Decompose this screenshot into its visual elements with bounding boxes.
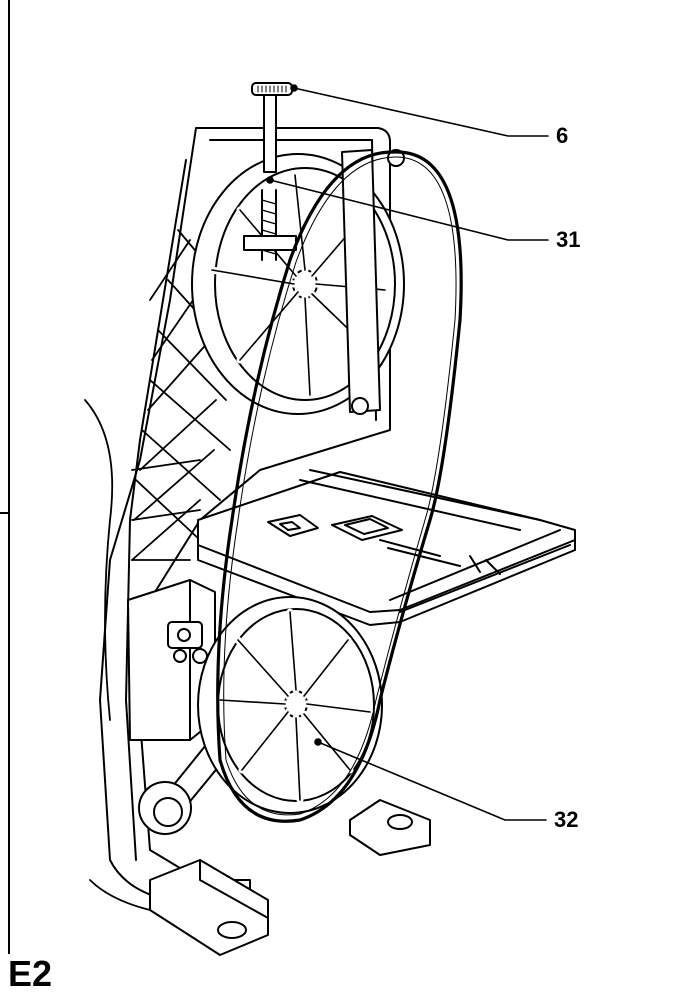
figure-label: E2 — [8, 953, 53, 994]
saw-base — [149, 799, 431, 956]
page-margin-line-lower — [8, 514, 10, 954]
tension-knob — [251, 82, 293, 173]
saw-table — [197, 469, 576, 626]
switch-box — [127, 579, 216, 741]
page-margin-line-upper — [8, 0, 10, 512]
callout-leaders — [266, 84, 549, 821]
drive-pulley — [138, 739, 225, 835]
page-margin-tick — [0, 512, 10, 514]
saw-blade-inner — [223, 156, 457, 816]
saw-blade — [216, 150, 463, 823]
callout-32: 32 — [554, 807, 579, 832]
callout-31: 31 — [556, 227, 581, 252]
lower-wheel — [197, 596, 383, 814]
callout-6: 6 — [556, 123, 569, 148]
blade-guard — [341, 149, 405, 415]
